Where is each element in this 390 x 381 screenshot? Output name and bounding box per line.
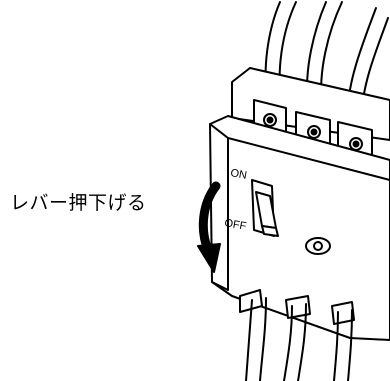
on-label: ON xyxy=(229,167,247,182)
instruction-label: レバー押下げる xyxy=(10,192,147,214)
toggle-lever-icon xyxy=(255,191,279,237)
curved-down-arrow-icon xyxy=(197,181,221,273)
breaker-side-edge xyxy=(209,123,229,291)
off-label: OFF xyxy=(223,217,247,233)
bottom-cables xyxy=(245,297,353,381)
indicator-window xyxy=(305,237,331,255)
top-cables xyxy=(264,1,389,115)
